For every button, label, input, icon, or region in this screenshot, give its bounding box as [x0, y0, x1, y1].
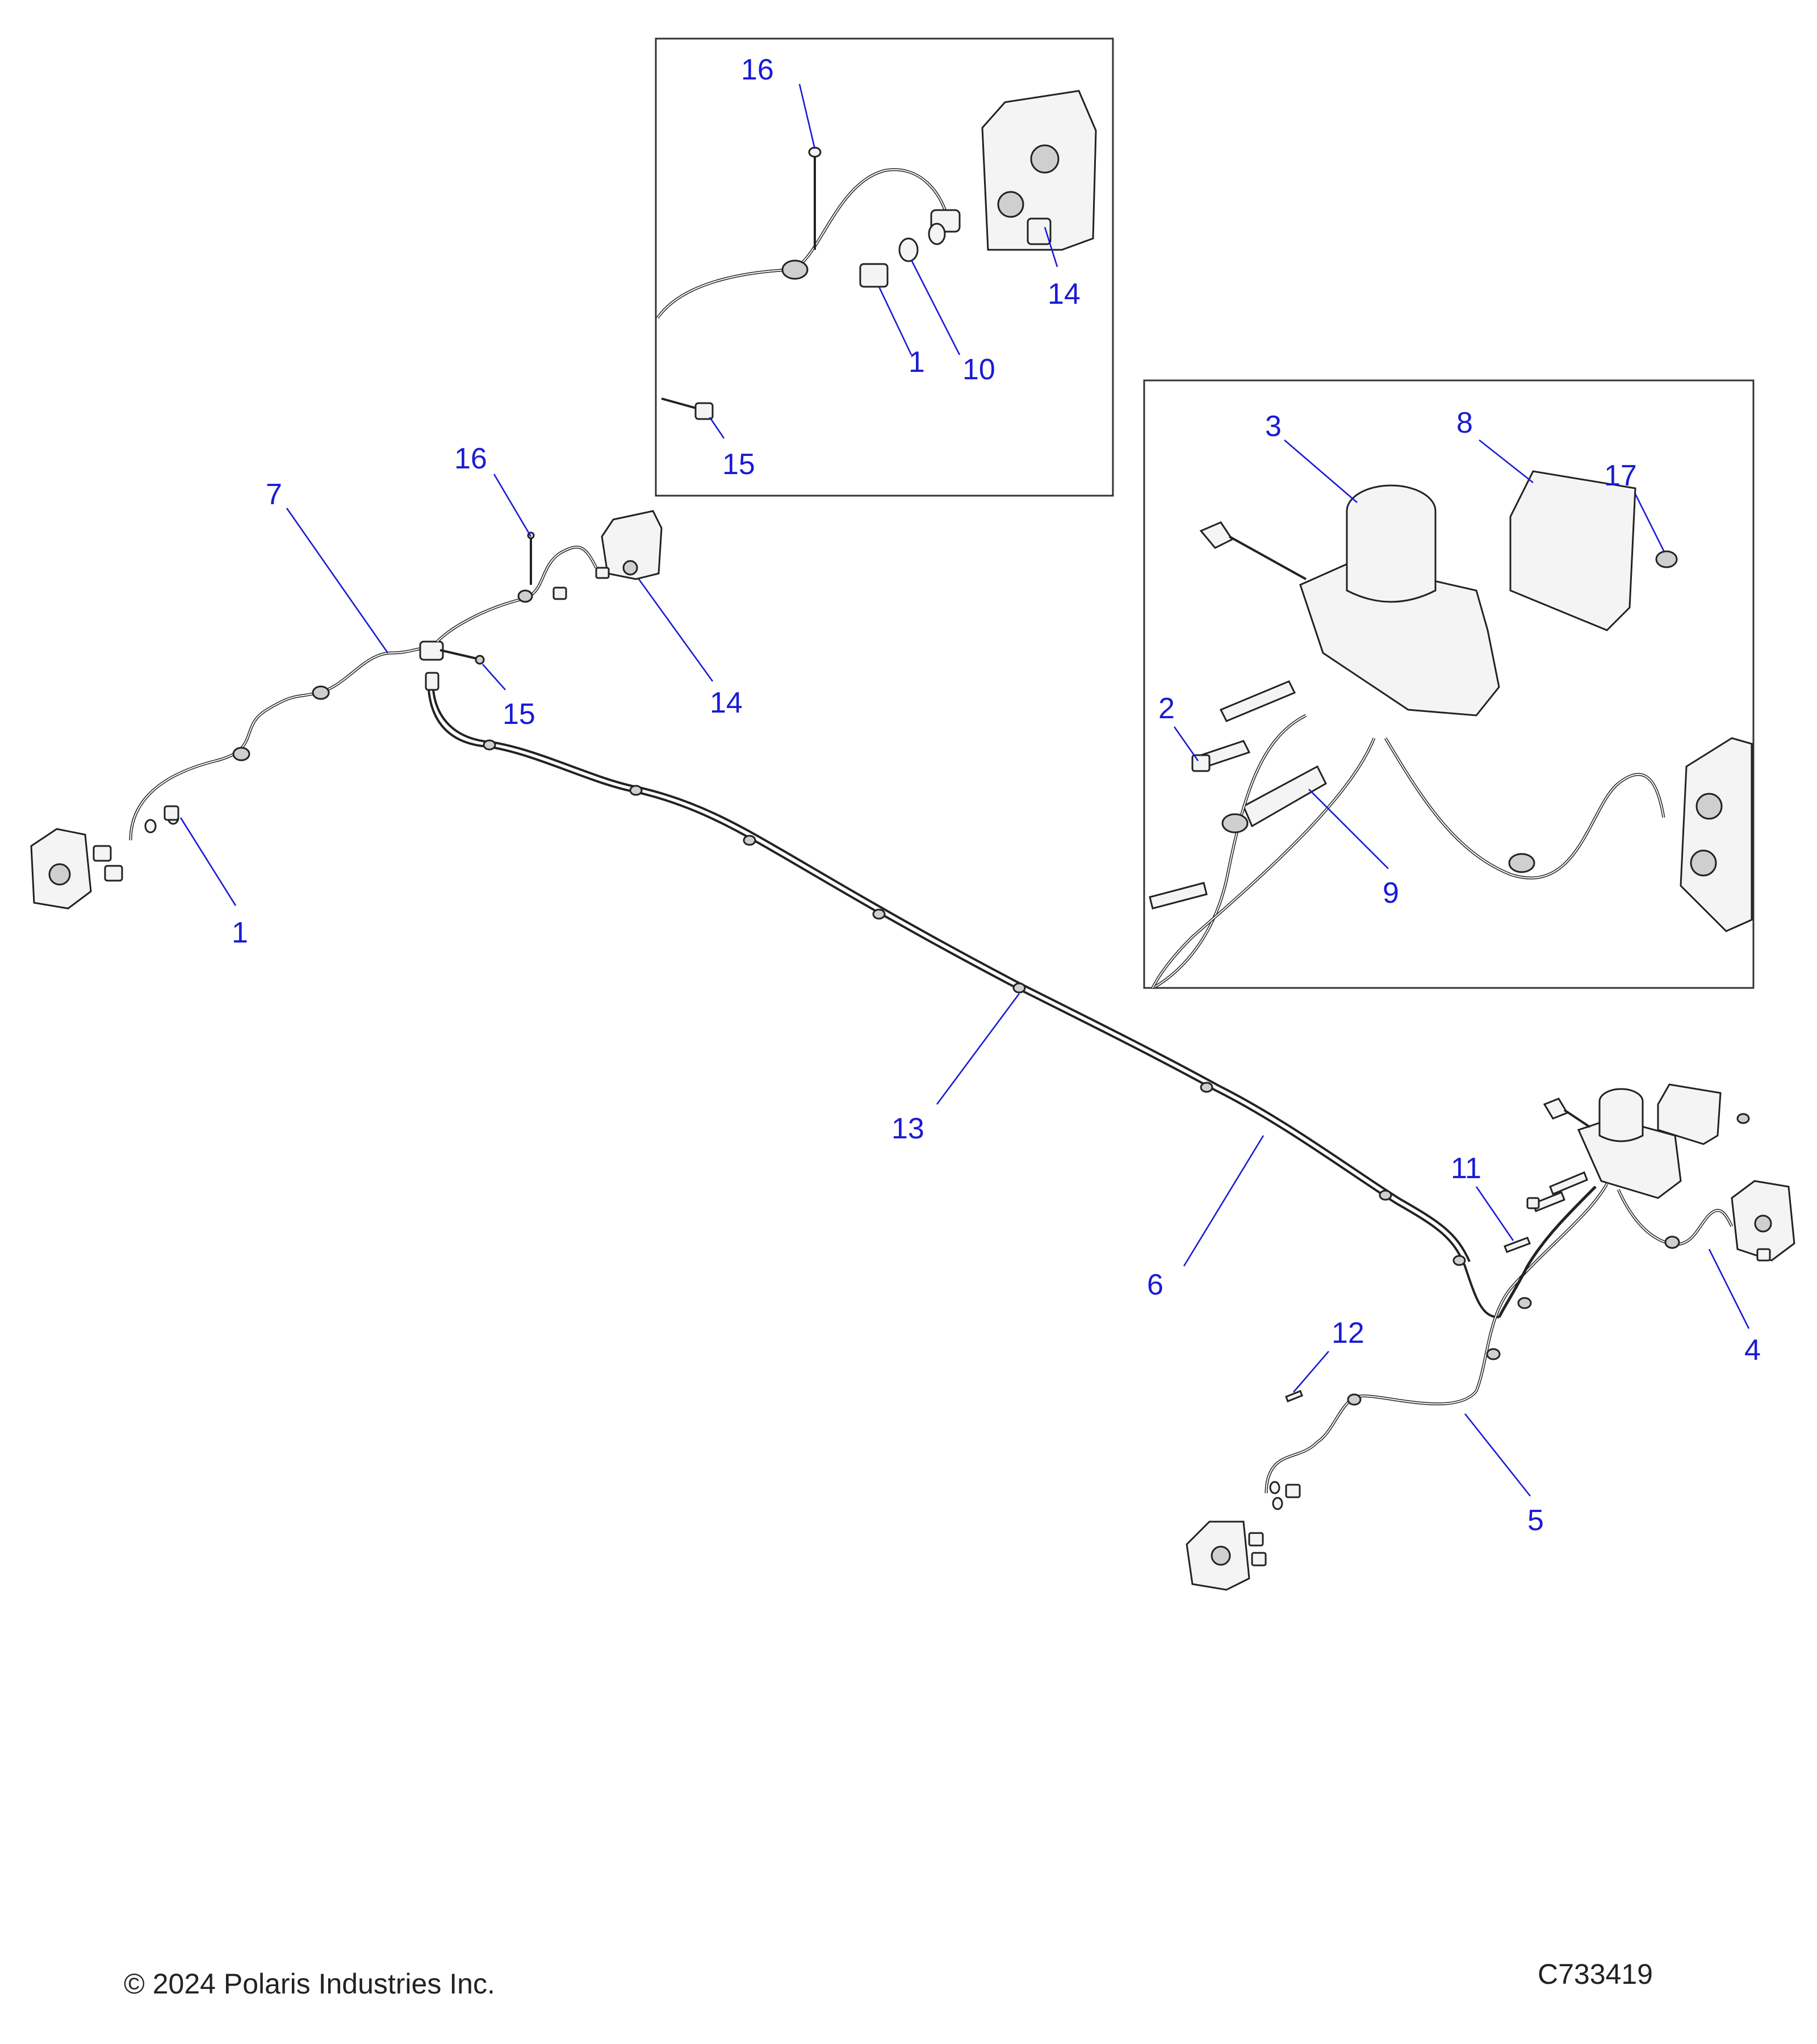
inset-left-bolt: [1149, 882, 1208, 910]
master-cylinder-bolt-1: [1549, 1171, 1588, 1195]
front-right-hose: [436, 546, 598, 643]
inset-switch-fitting: [1242, 765, 1327, 828]
drawing-number: C733419: [1538, 1958, 1653, 1990]
main-brake-line-assembly: [30, 510, 1795, 1591]
line-clip-2: [629, 785, 643, 796]
rear-left-hose-clip-1: [1517, 1297, 1532, 1309]
front-right-caliper: [601, 510, 663, 580]
front-right-banjo-bolt: [552, 587, 567, 600]
rear-right-hose: [1617, 1188, 1734, 1246]
front-right-hose-clip: [517, 589, 533, 603]
inset-frame-right: [1143, 379, 1755, 989]
front-left-hose-clip-2: [312, 685, 330, 700]
inset-reservoir: [1346, 511, 1437, 603]
inset-washer: [898, 237, 919, 262]
callout-9: 9: [1383, 877, 1399, 910]
master-cylinder-bracket: [1657, 1083, 1722, 1145]
line-clip-3: [743, 835, 756, 846]
inset-caliper-bolt: [1027, 217, 1052, 245]
inset-master-cylinder-detail: [1143, 379, 1755, 990]
rear-right-hose-clip: [1664, 1235, 1680, 1249]
line-clip-1: [483, 739, 496, 751]
callout-12: 12: [1332, 1317, 1364, 1350]
callouts: 16 1 10 14 15 7 16 15 14 1 3 8 17 2 9 13: [179, 53, 1761, 1537]
callout-1: 1: [232, 916, 248, 949]
line-clip-5: [1012, 982, 1026, 994]
front-left-caliper-bolt: [93, 845, 112, 862]
rear-brake-line-parallel: [432, 689, 1471, 1262]
callout-16-inset: 16: [741, 53, 774, 86]
front-left-hose-clip-1: [232, 747, 250, 761]
retaining-pin-11: [1504, 1237, 1531, 1253]
callout-4: 4: [1744, 1334, 1761, 1367]
line-clip-6: [1200, 1082, 1213, 1093]
inset-hose-clip-left: [1221, 813, 1249, 833]
front-left-banjo-bolt: [164, 805, 179, 821]
inset-bolt-15: [661, 397, 699, 410]
retaining-pin-12: [1285, 1390, 1303, 1402]
inset-right-caliper: [1680, 737, 1753, 932]
callout-13: 13: [891, 1112, 924, 1145]
callout-14-inset: 14: [1048, 278, 1081, 311]
inset-caliper-detail: [655, 37, 1114, 497]
callout-14: 14: [710, 686, 743, 719]
master-cylinder-push-rod: [1543, 1098, 1569, 1120]
inset-frame-top: [655, 37, 1114, 497]
copyright-notice: © 2024 Polaris Industries Inc.: [124, 1968, 495, 2000]
callout-3: 3: [1265, 410, 1282, 443]
rear-left-hose-clip-3: [1347, 1393, 1362, 1406]
callout-1-inset: 1: [909, 346, 925, 379]
line-clip-8: [1452, 1255, 1466, 1266]
callout-5: 5: [1527, 1504, 1544, 1537]
callout-17: 17: [1604, 459, 1637, 492]
callout-10: 10: [962, 353, 995, 386]
rear-left-hose: [1265, 1183, 1609, 1494]
rear-left-banjo-bolt: [1285, 1484, 1301, 1498]
callout-15: 15: [503, 698, 535, 731]
tee-bolt-15: [439, 649, 478, 660]
rear-brake-line: [428, 689, 1500, 1318]
callout-15-inset: 15: [722, 448, 755, 481]
brake-line-tee: [419, 640, 444, 661]
inset-hose-middle: [1151, 738, 1376, 989]
inset-hose-clip-right: [1508, 853, 1535, 873]
inset-banjo-bolt: [859, 263, 889, 288]
callout-8: 8: [1456, 407, 1473, 439]
inset-hose-clip: [781, 259, 809, 280]
line-clip-4: [872, 908, 886, 920]
inset-washer-2: [928, 223, 946, 245]
inset-push-rod: [1199, 521, 1234, 549]
callout-7: 7: [266, 478, 282, 511]
line-clip-7: [1379, 1189, 1392, 1201]
rear-left-hose-clip-2: [1486, 1348, 1501, 1360]
callout-16: 16: [454, 442, 487, 475]
callout-2: 2: [1158, 692, 1175, 725]
master-cylinder-nut: [1736, 1113, 1750, 1124]
inset-long-bolt: [1219, 680, 1296, 722]
callout-11: 11: [1451, 1152, 1481, 1185]
inset-nut: [1655, 550, 1678, 568]
inset-bracket: [1509, 470, 1636, 631]
callout-6: 6: [1147, 1268, 1163, 1301]
rear-line-to-junction: [1497, 1186, 1597, 1318]
